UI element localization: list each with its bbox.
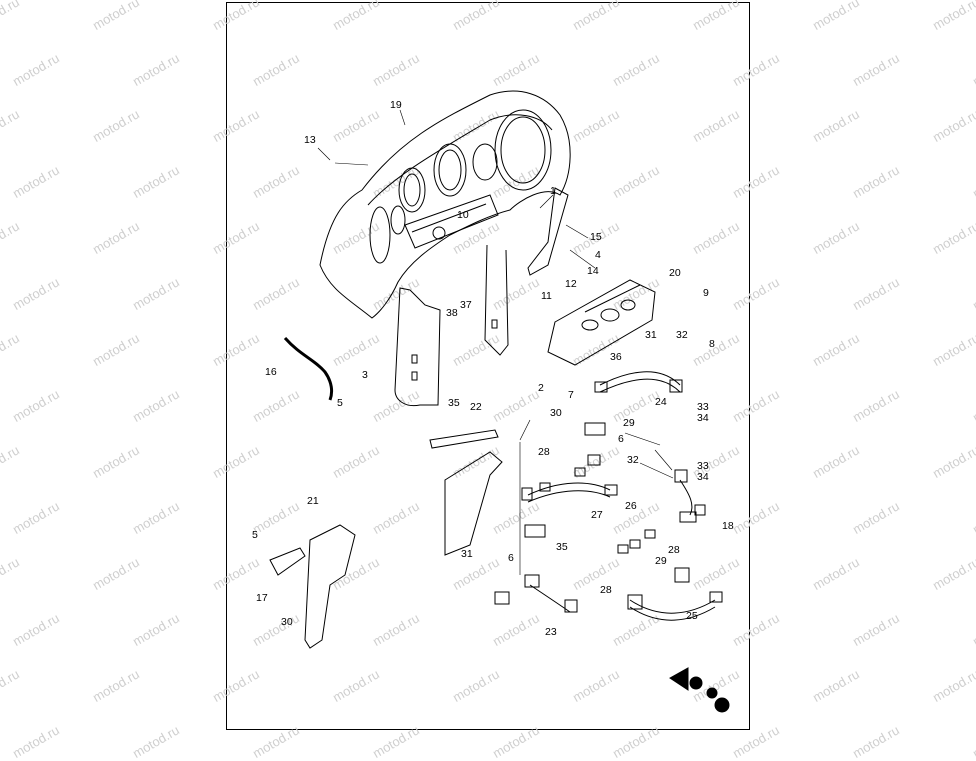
- callout-label: 31: [645, 329, 657, 341]
- callout-label: 29: [655, 555, 667, 567]
- callout-label: 28: [668, 544, 680, 556]
- callout-label: 3: [362, 369, 368, 381]
- callout-label: 22: [470, 401, 482, 413]
- wiring-harness: [527, 371, 716, 621]
- callout-label: 2: [538, 382, 544, 394]
- callout-label: 25: [686, 610, 698, 622]
- callout-label: 8: [709, 338, 715, 350]
- callout-label: 34: [697, 471, 709, 483]
- trim-strip: [527, 187, 569, 276]
- callout-label: 33: [697, 460, 709, 472]
- connectors: [494, 379, 723, 613]
- callout-label: 9: [703, 287, 709, 299]
- callout-label: 19: [390, 99, 402, 111]
- callout-label: 33: [697, 401, 709, 413]
- mount-bracket: [269, 524, 356, 649]
- callout-label: 26: [625, 500, 637, 512]
- callout-label: 32: [627, 454, 639, 466]
- callout-label: 27: [591, 509, 603, 521]
- hose: [283, 337, 334, 401]
- callout-label: 14: [587, 265, 599, 277]
- callout-label: 36: [610, 351, 622, 363]
- callout-label: 24: [655, 396, 667, 408]
- leader-lines: [317, 109, 674, 575]
- callout-label: 11: [541, 290, 552, 302]
- inner-bracket: [394, 244, 509, 407]
- callout-label: 34: [697, 412, 709, 424]
- callout-label: 30: [550, 407, 562, 419]
- callout-label: 17: [256, 592, 268, 604]
- callout-label: 6: [508, 552, 514, 564]
- callout-label: 28: [538, 446, 550, 458]
- instrument-panel: [547, 279, 656, 366]
- callout-label: 15: [590, 231, 602, 243]
- callout-label: 20: [669, 267, 681, 279]
- orientation-arrow: [669, 667, 730, 713]
- callout-label: 5: [252, 529, 258, 541]
- lower-bracket: [429, 429, 503, 556]
- callout-label: 1: [550, 185, 556, 197]
- callout-label: 28: [600, 584, 612, 596]
- exploded-parts-diagram: [269, 90, 730, 713]
- callout-label: 35: [556, 541, 568, 553]
- diagram-frame: [226, 2, 750, 730]
- callout-label: 32: [676, 329, 688, 341]
- callout-label: 21: [307, 495, 319, 507]
- callout-label: 13: [304, 134, 316, 146]
- callout-label: 37: [460, 299, 472, 311]
- callout-label: 31: [461, 548, 473, 560]
- callout-label: 5: [337, 397, 343, 409]
- callout-label: 16: [265, 366, 277, 378]
- callout-label: 29: [623, 417, 635, 429]
- callout-label: 35: [448, 397, 460, 409]
- callout-label: 10: [457, 209, 469, 221]
- callout-label: 4: [595, 249, 601, 261]
- callout-label: 23: [545, 626, 557, 638]
- callout-label: 6: [618, 433, 624, 445]
- fairing-shell: [319, 90, 571, 319]
- callout-label: 18: [722, 520, 734, 532]
- callout-label: 12: [565, 278, 577, 290]
- callout-label: 30: [281, 616, 293, 628]
- callout-label: 7: [568, 389, 574, 401]
- callout-label: 38: [446, 307, 458, 319]
